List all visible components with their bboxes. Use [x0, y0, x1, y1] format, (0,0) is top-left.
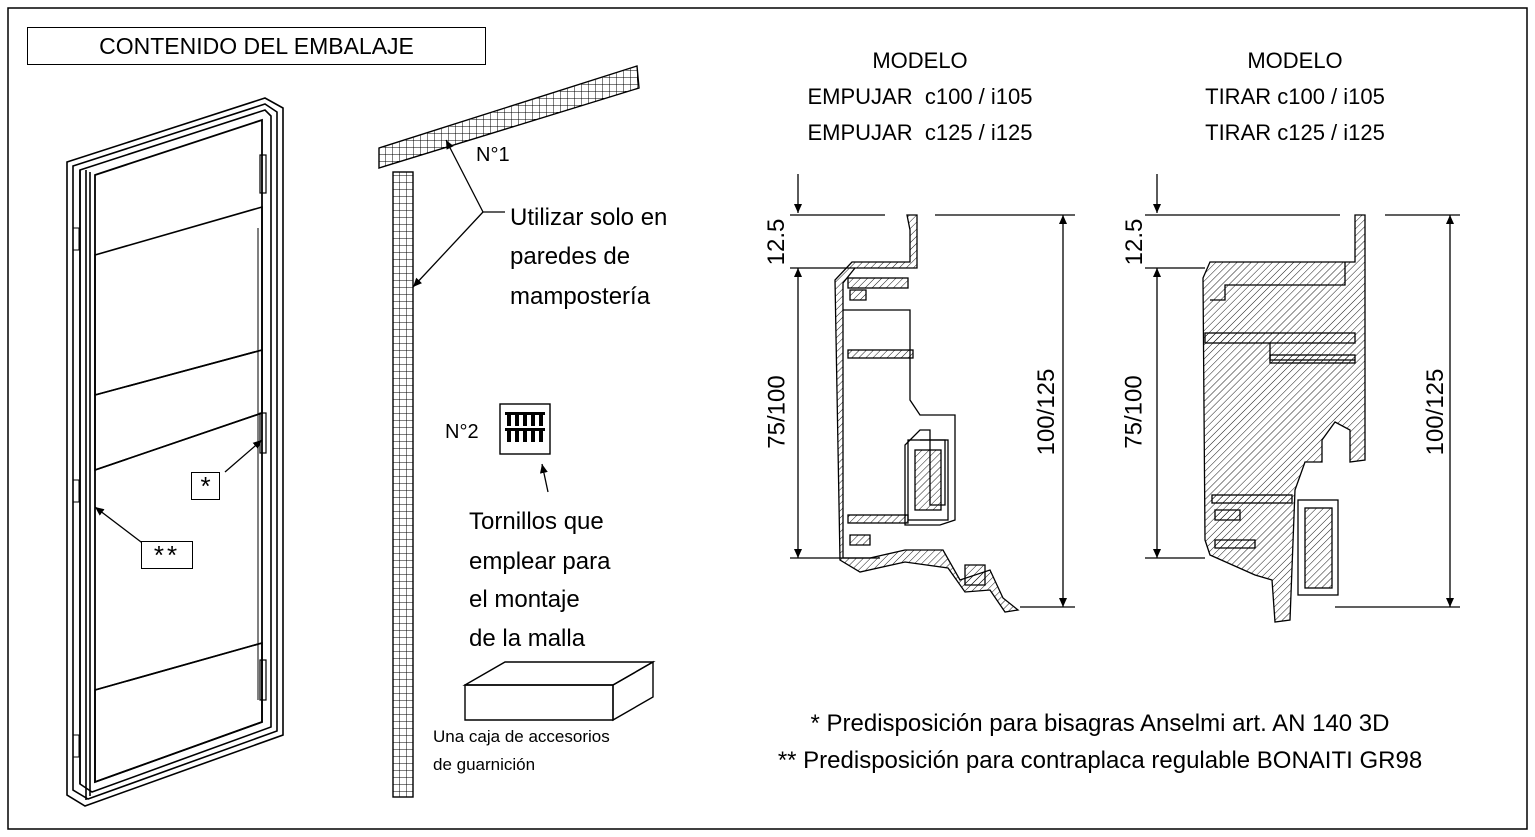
door-drawing: [66, 97, 284, 807]
pull-heading-line-3: TIRAR c125 / i125: [1205, 120, 1385, 145]
push-dim-top: 12.5: [763, 218, 790, 266]
screws-note-line-4: de la malla: [469, 625, 586, 652]
page-title: CONTENIDO DEL EMBALAJE: [99, 32, 414, 59]
push-dim-left: 75/100: [763, 375, 791, 449]
marker-double: **: [153, 539, 181, 570]
screws-note-line-1: Tornillos que: [469, 508, 604, 535]
profile-push-drawing: [790, 174, 1075, 613]
push-heading-line-1: MODELO: [872, 48, 968, 73]
push-dim-right: 100/125: [1033, 368, 1060, 456]
mesh-usage-line-1: Utilizar solo en: [510, 204, 668, 231]
marker-double-box: **: [141, 539, 193, 570]
screws-n2-label: N°2: [445, 421, 479, 443]
push-heading-line-3: EMPUJAR c125 / i125: [807, 120, 1033, 145]
footnote-hinges: * Predisposición para bisagras Anselmi a…: [810, 710, 1390, 737]
mesh-usage-line-2: paredes de: [510, 243, 631, 270]
pull-heading-line-2: TIRAR c100 / i105: [1205, 84, 1385, 109]
screws-note-line-3: el montaje: [469, 586, 580, 613]
marker-single: *: [200, 470, 211, 501]
accessory-note-line-2: de guarnición: [433, 755, 536, 774]
accessory-box-drawing: [462, 660, 656, 722]
mesh-drawing: [378, 65, 640, 798]
footnote-strike-plate: ** Predisposición para contraplaca regul…: [777, 747, 1423, 774]
marker-single-box: *: [191, 470, 220, 501]
profile-pull-drawing: [1145, 174, 1460, 623]
mesh-usage-line-3: mampostería: [510, 283, 651, 310]
sheet-border: [7, 7, 1528, 830]
title-box: CONTENIDO DEL EMBALAJE: [27, 27, 486, 65]
pull-dim-right: 100/125: [1422, 368, 1449, 456]
push-heading-line-2: EMPUJAR c100 / i105: [807, 84, 1033, 109]
pull-heading-line-1: MODELO: [1247, 48, 1343, 73]
pull-dim-left: 75/100: [1120, 375, 1148, 449]
mesh-n1-label: N°1: [476, 144, 510, 166]
screws-note-line-2: emplear para: [469, 548, 611, 575]
pull-dim-top: 12.5: [1121, 218, 1148, 266]
accessory-note-line-1: Una caja de accesorios: [433, 727, 610, 746]
screws-drawing: [499, 403, 551, 493]
